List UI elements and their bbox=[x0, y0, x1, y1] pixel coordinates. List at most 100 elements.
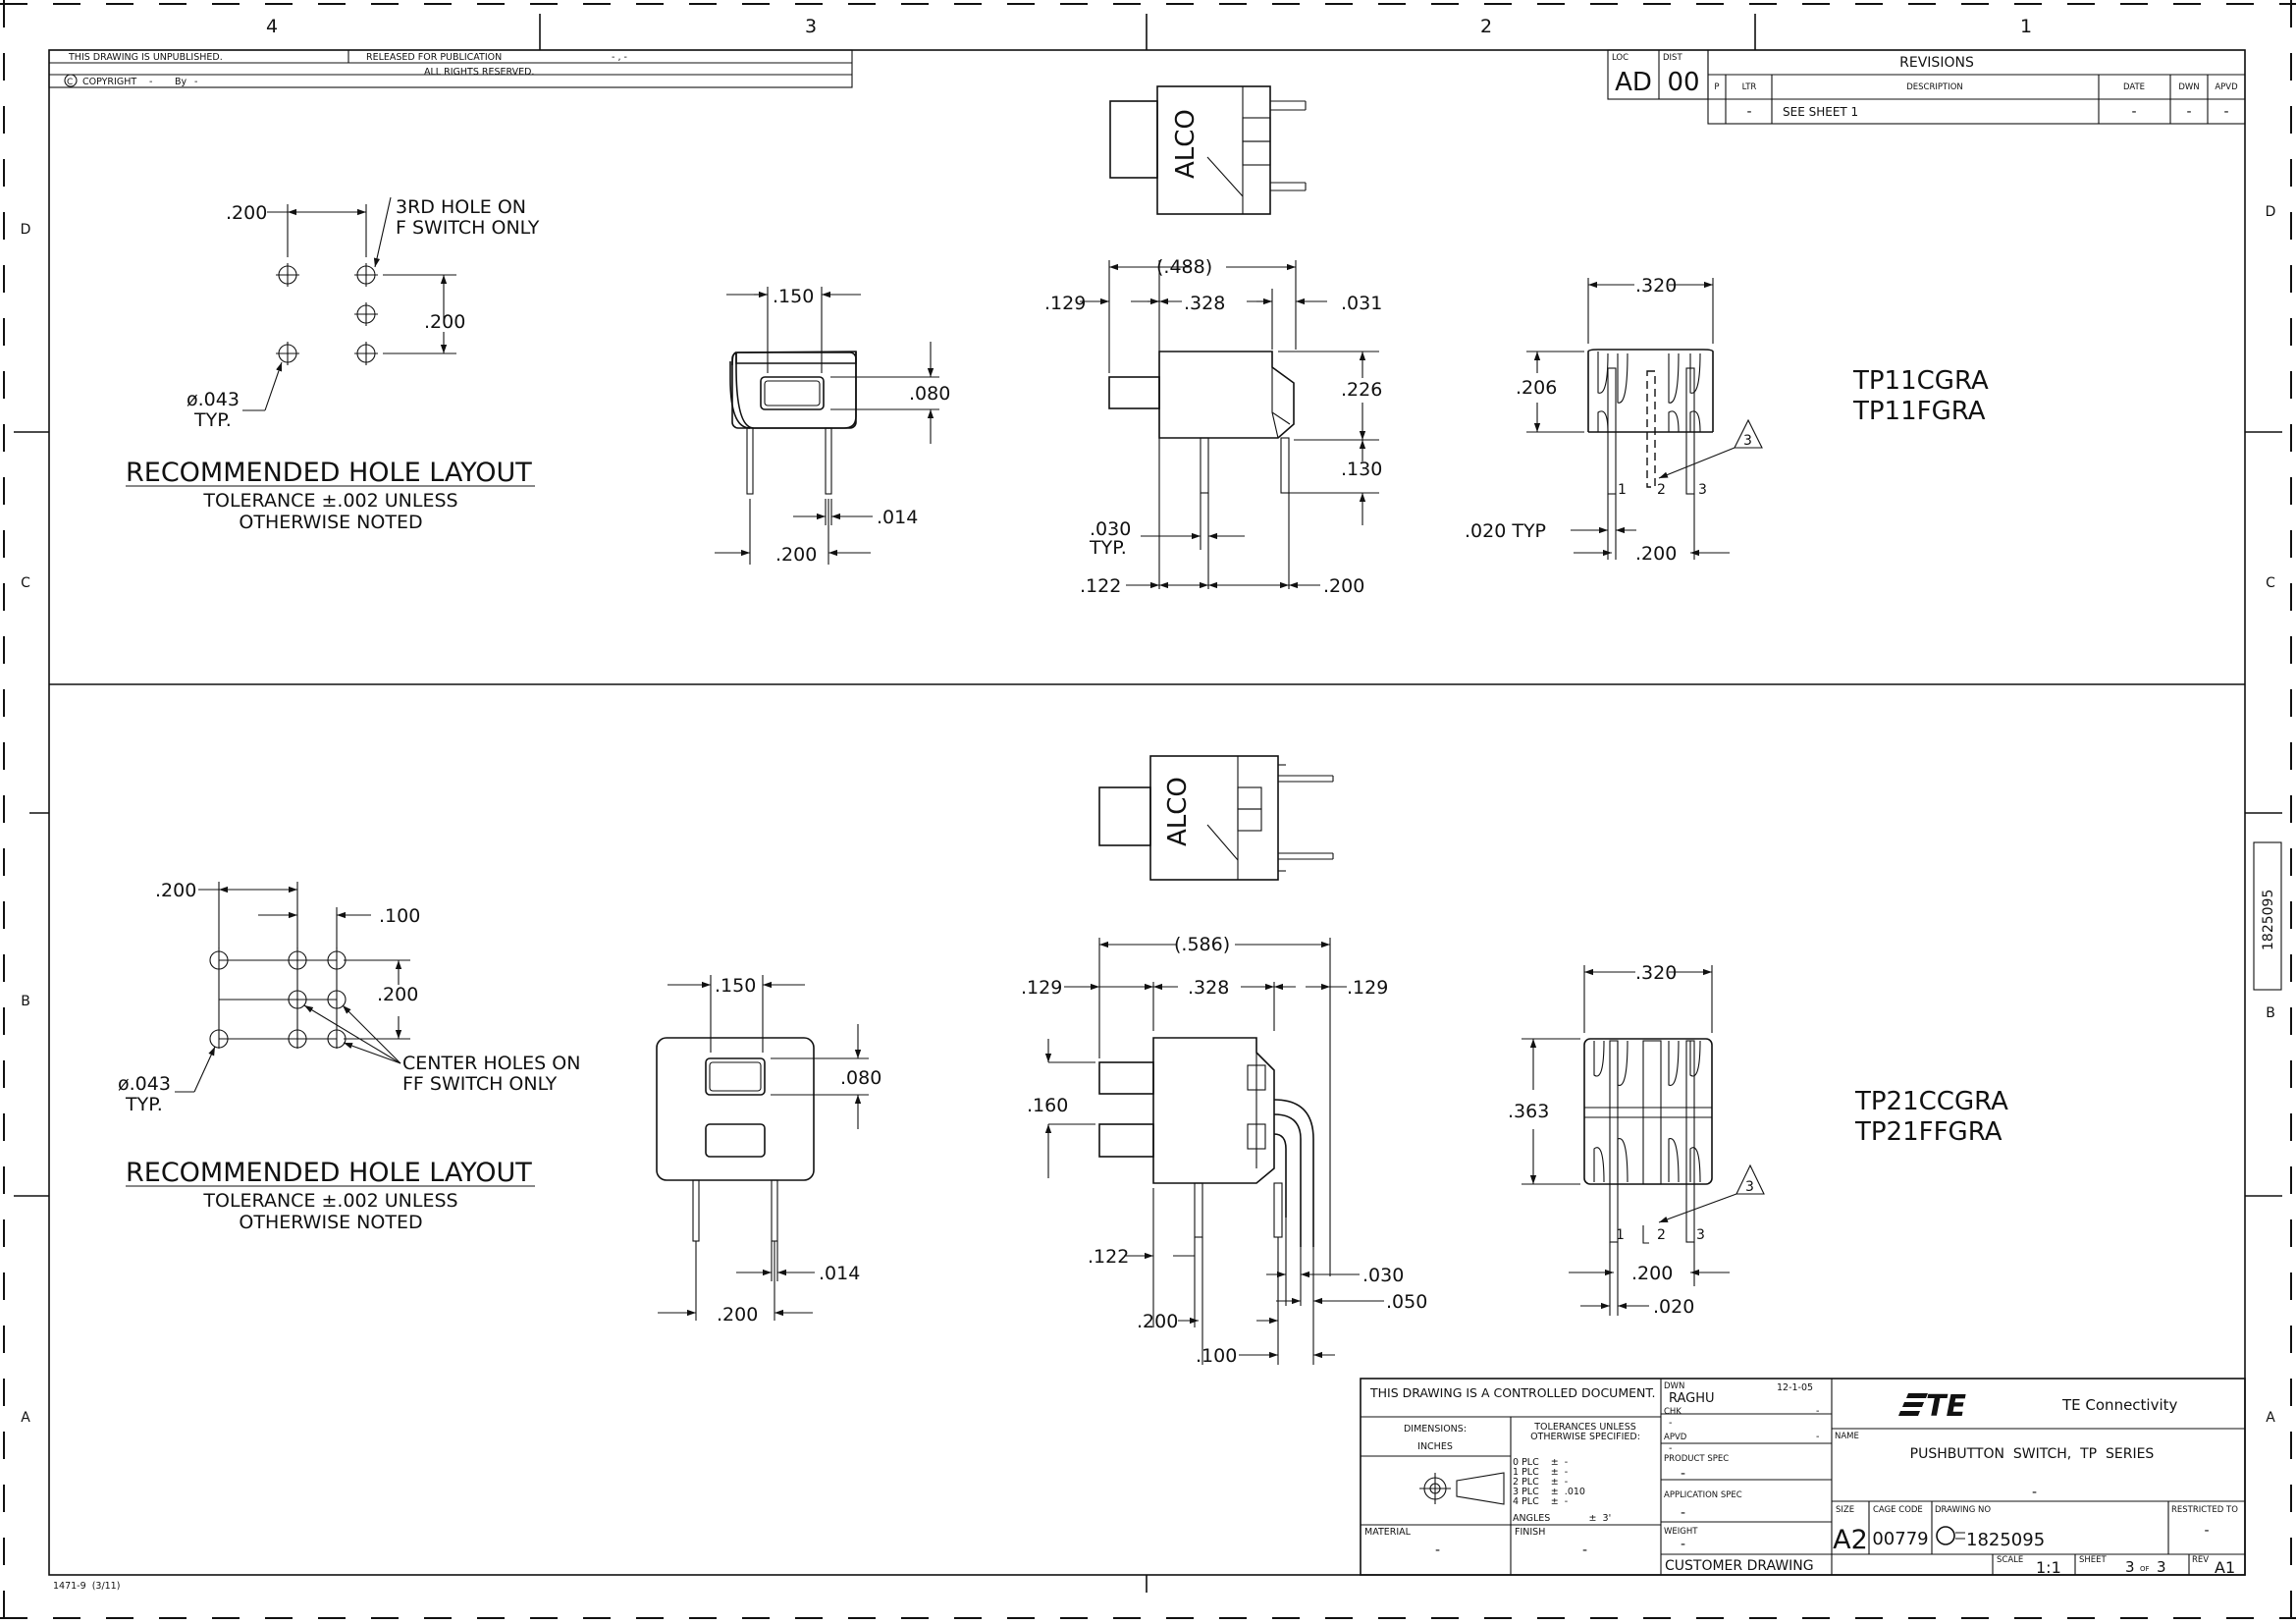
bottom-hole-note-2: FF SWITCH ONLY bbox=[402, 1073, 558, 1095]
bottom-side-dim-030: .030 bbox=[1362, 1265, 1404, 1286]
top-end-dim-020-typ: .020 TYP bbox=[1465, 520, 1546, 542]
bottom-end-flag: 3 bbox=[1745, 1179, 1754, 1195]
bottom-end-dim-363: .363 bbox=[1508, 1101, 1549, 1122]
size-label: SIZE bbox=[1836, 1505, 1854, 1515]
copyright-symbol bbox=[64, 74, 78, 87]
zone-col-1: 1 bbox=[2020, 16, 2032, 37]
sheet-of: OF bbox=[2140, 1565, 2150, 1573]
rev-header-description: DESCRIPTION bbox=[1906, 82, 1963, 92]
tolerance-row-2: 2 PLC ± - bbox=[1513, 1477, 1568, 1488]
tolerance-row-4: 4 PLC ± - bbox=[1513, 1496, 1568, 1507]
revisions-title: REVISIONS bbox=[1899, 55, 1974, 71]
dimensions-label: DIMENSIONS: bbox=[1404, 1424, 1467, 1435]
rev-row-apvd: - bbox=[2223, 104, 2228, 120]
drawing-no-symbol bbox=[1936, 1526, 1965, 1545]
form-number: 1471-9 (3/11) bbox=[53, 1581, 120, 1592]
drawing-name: PUSHBUTTON SWITCH, TP SERIES bbox=[1910, 1446, 2155, 1462]
rev-row-description: SEE SHEET 1 bbox=[1783, 105, 1858, 119]
bottom-hole-dim-200a: .200 bbox=[155, 880, 196, 901]
apvd-label: APVD bbox=[1664, 1433, 1687, 1442]
top-holes bbox=[276, 263, 378, 365]
top-front-dim-080: .080 bbox=[909, 383, 950, 405]
sheet-label: SHEET bbox=[2079, 1555, 2108, 1565]
top-side-view: (.488) .129 .328 .031 .226 .130 .030 TYP… bbox=[1044, 256, 1382, 597]
product-spec-value: - bbox=[1681, 1466, 1685, 1482]
loc-label: LOC bbox=[1612, 53, 1629, 63]
bottom-hole-title: RECOMMENDED HOLE LAYOUT bbox=[126, 1158, 532, 1188]
customer-drawing: CUSTOMER DRAWING bbox=[1665, 1558, 1814, 1574]
top-side-typ: TYP. bbox=[1089, 537, 1127, 559]
top-end-dim-200: .200 bbox=[1635, 543, 1677, 565]
tolerance-row-3: 3 PLC ± .010 bbox=[1513, 1487, 1585, 1497]
weight-value: - bbox=[1681, 1537, 1685, 1552]
restricted-label: RESTRICTED TO bbox=[2171, 1505, 2238, 1515]
side-stamp: 1825095 bbox=[2253, 841, 2282, 991]
zone-labels: 4 3 2 1 D C B A D C B A bbox=[21, 16, 2276, 1426]
chk-value: - bbox=[1669, 1418, 1672, 1429]
revisions-table: REVISIONS P LTR DESCRIPTION DATE DWN APV… bbox=[1707, 49, 2246, 125]
top-part-number-1: TP11CGRA bbox=[1852, 366, 1989, 396]
bottom-side-dim-050: .050 bbox=[1386, 1291, 1427, 1313]
tolerance-row-0: 0 PLC ± - bbox=[1513, 1457, 1568, 1468]
dwn-value: RAGHU bbox=[1669, 1391, 1715, 1406]
bottom-hole-dim-100: .100 bbox=[379, 905, 420, 927]
top-side-dim-200: .200 bbox=[1323, 575, 1364, 597]
bottom-end-pin-3: 3 bbox=[1696, 1227, 1705, 1243]
sheet-total: 3 bbox=[2157, 1558, 2166, 1576]
top-alco-label: ALCO bbox=[1171, 109, 1201, 179]
sheet-value: 3 bbox=[2125, 1558, 2135, 1576]
top-end-pin-3: 3 bbox=[1698, 482, 1707, 498]
size-value: A2 bbox=[1833, 1525, 1868, 1555]
drawing-no-value: 1825095 bbox=[1966, 1530, 2045, 1550]
release-value: - , - bbox=[612, 52, 627, 63]
rev-header-ltr: LTR bbox=[1742, 82, 1757, 92]
top-front-view: .150 .080 .014 .200 bbox=[715, 286, 950, 566]
top-alco-view: ALCO bbox=[1109, 85, 1307, 215]
copyright-text: COPYRIGHT bbox=[82, 77, 136, 87]
rev-value: A1 bbox=[2215, 1558, 2235, 1577]
rev-header-apvd: APVD bbox=[2215, 82, 2238, 92]
top-end-dim-206: .206 bbox=[1516, 377, 1557, 399]
chk-label: CHK bbox=[1664, 1407, 1682, 1417]
top-end-dim-320: .320 bbox=[1635, 275, 1677, 297]
dimensions-units: INCHES bbox=[1417, 1441, 1453, 1452]
top-side-dim-226: .226 bbox=[1341, 379, 1382, 401]
top-hole-typ: TYP. bbox=[193, 409, 232, 431]
dwn-date: 12-1-05 bbox=[1777, 1382, 1813, 1393]
unpublished-text: THIS DRAWING IS UNPUBLISHED. bbox=[68, 52, 223, 63]
top-hole-note-1: 3RD HOLE ON bbox=[396, 196, 526, 218]
rev-label: REV bbox=[2192, 1555, 2209, 1565]
bottom-hole-dia: ø.043 bbox=[118, 1073, 171, 1095]
bottom-end-dim-020: .020 bbox=[1653, 1296, 1694, 1318]
bottom-side-dim-129b: .129 bbox=[1347, 977, 1388, 999]
bottom-end-dim-200: .200 bbox=[1631, 1263, 1673, 1284]
product-spec-label: PRODUCT SPEC bbox=[1664, 1454, 1729, 1464]
by-dash: - bbox=[194, 77, 197, 87]
top-side-dim-122: .122 bbox=[1080, 575, 1121, 597]
bottom-hole-layout: .200 .100 .200 CENTER HOLES ON FF SWITCH… bbox=[118, 880, 580, 1233]
bottom-front-dim-014: .014 bbox=[819, 1263, 860, 1284]
bottom-front-dim-080: .080 bbox=[840, 1067, 881, 1089]
bottom-hole-typ: TYP. bbox=[125, 1094, 163, 1115]
tolerances-heading-1: TOLERANCES UNLESS bbox=[1533, 1422, 1636, 1433]
loc-dist-block: LOC AD DIST 00 bbox=[1607, 49, 1709, 100]
apvd-date: - bbox=[1816, 1432, 1819, 1442]
zone-row-c-right: C bbox=[2266, 575, 2275, 591]
controlled-document-text: THIS DRAWING IS A CONTROLLED DOCUMENT. bbox=[1369, 1385, 1655, 1400]
projection-symbol bbox=[1419, 1472, 1505, 1505]
bottom-alco-view: ALCO bbox=[1098, 755, 1334, 881]
rev-row-date: - bbox=[2131, 104, 2136, 120]
top-side-dim-129: .129 bbox=[1044, 293, 1086, 314]
top-front-dim-200: .200 bbox=[775, 544, 817, 566]
top-side-dim-030: .030 bbox=[1090, 518, 1131, 540]
bottom-front-dim-200: .200 bbox=[717, 1304, 758, 1326]
te-logo-text: TE bbox=[1926, 1389, 1966, 1424]
top-end-pin-2: 2 bbox=[1657, 482, 1666, 498]
top-hole-dim-200a: .200 bbox=[226, 202, 267, 224]
bottom-side-dim-100: .100 bbox=[1196, 1345, 1237, 1367]
top-side-dim-488: (.488) bbox=[1156, 256, 1212, 278]
zone-row-a-right: A bbox=[2266, 1410, 2275, 1426]
app-spec-label: APPLICATION SPEC bbox=[1664, 1490, 1742, 1500]
top-front-dim-014: .014 bbox=[877, 507, 918, 528]
bottom-front-view: .150 .080 .014 .200 bbox=[656, 975, 881, 1326]
